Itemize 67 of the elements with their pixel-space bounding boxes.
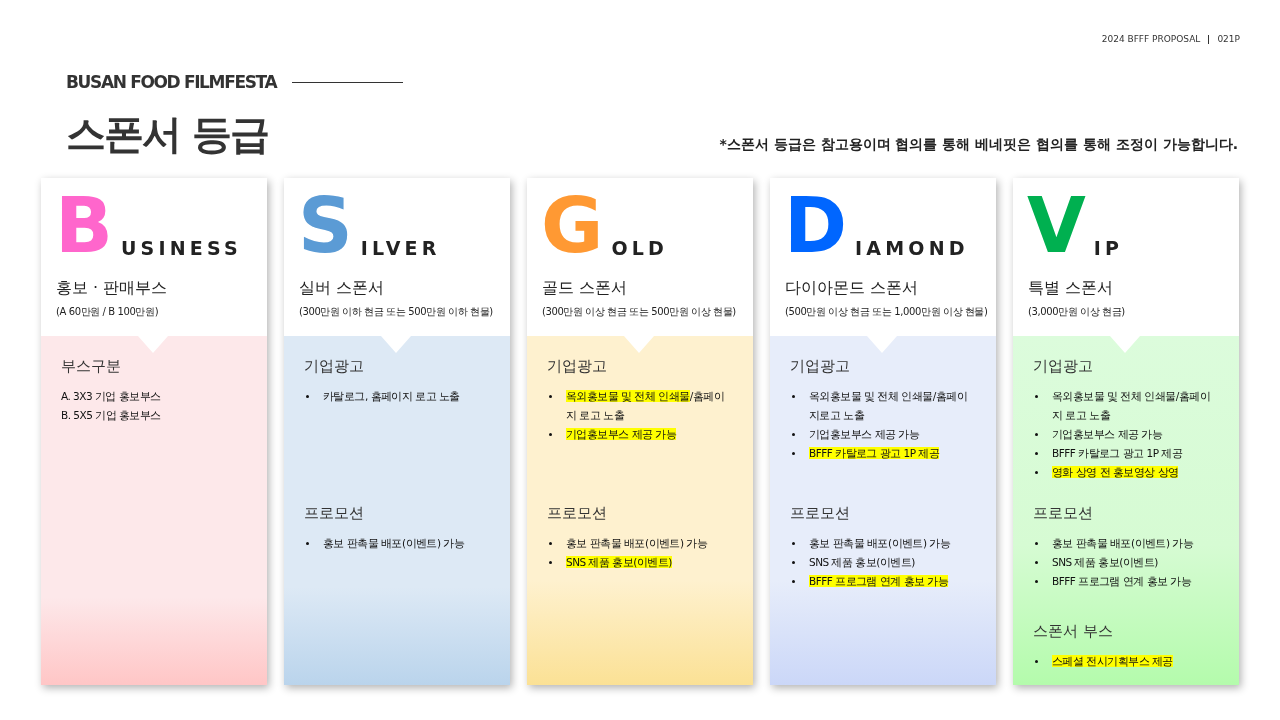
festival-name: BUSAN FOOD FILMFESTA [66,71,277,94]
price-note: (500만원 이상 현금 또는 1,000만원 이상 현물) [785,305,988,319]
initial-letter: G [541,192,604,260]
page-number: 021P [1217,33,1240,46]
price-note: (300만원 이상 현금 또는 500만원 이상 현물) [542,305,736,319]
tier-title: 골드 스폰서 [542,277,628,299]
benefit-panel [41,336,267,685]
benefit-panel [770,336,996,685]
price-note: (A 60만원 / B 100만원) [56,305,159,319]
header-text: 2024 BFFF PROPOSAL [1101,33,1201,46]
tier-name: ILVER [360,235,441,261]
section-heading: 기업광고 [790,356,851,377]
benefit-item: 카탈로그, 홈페이지 로고 노출 [323,388,460,404]
tier-title: 특별 스폰서 [1028,277,1114,299]
benefit-item: 홍보 판촉물 배포(이벤트) 가능 [323,535,465,551]
section-heading: 기업광고 [547,356,608,377]
benefit-item: SNS 제품 홍보(이벤트) [809,554,915,570]
benefit-panel [284,336,510,685]
benefit-item: SNS 제품 홍보(이벤트) [1052,554,1158,570]
tier-title: 실버 스폰서 [299,277,385,299]
benefit-panel [527,336,753,685]
section-heading: 프로모션 [1033,503,1094,524]
benefit-item: 옥외홍보물 및 전체 인쇄물/홈페이지로고 노출 [809,388,969,423]
tier-card [770,178,996,685]
tier-name: IAMOND [855,235,969,261]
benefit-item: 옥외홍보물 및 전체 인쇄물/홈페이지 로고 노출 [566,388,726,423]
benefit-item: 홍보 판촉물 배포(이벤트) 가능 [1052,535,1194,551]
initial-letter: D [784,192,848,260]
benefit-item: 기업홍보부스 제공 가능 [566,426,677,442]
section-heading: 프로모션 [790,503,851,524]
tier-title: 다이아몬드 스폰서 [785,277,919,299]
benefit-item: SNS 제품 홍보(이벤트) [566,554,672,570]
tier-card [41,178,267,685]
tier-card [1013,178,1239,685]
tier-name: USINESS [120,235,242,261]
initial-letter: B [55,192,113,260]
benefit-item: 기업홍보부스 제공 가능 [809,426,920,442]
section-heading: 기업광고 [304,356,365,377]
benefit-item: BFFF 카탈로그 광고 1P 제공 [809,445,940,461]
tier-card [284,178,510,685]
section-heading: 프로모션 [547,503,608,524]
footnote: *스폰서 등급은 참고용이며 협의를 통해 베네핏은 협의를 통해 조정이 가능합니다. [719,135,1238,154]
tier-name: IP [1093,235,1124,261]
benefit-item: BFFF 카탈로그 광고 1P 제공 [1052,445,1183,461]
page-title: 스폰서 등급 [66,110,268,159]
benefit-item: BFFF 프로그램 연계 홍보 가능 [809,573,949,589]
benefit-item: 기업홍보부스 제공 가능 [1052,426,1163,442]
initial-letter: V [1027,192,1086,260]
initial-letter: S [298,192,353,260]
tier-name: OLD [611,235,668,261]
section-heading: 부스구분 [61,356,122,377]
tier-card [527,178,753,685]
benefit-panel [1013,336,1239,685]
benefit-item: 홍보 판촉물 배포(이벤트) 가능 [566,535,708,551]
benefit-item: B. 5X5 기업 홍보부스 [61,407,161,423]
benefit-item: 옥외홍보물 및 전체 인쇄물/홈페이지 로고 노출 [1052,388,1212,423]
price-note: (300만원 이하 현금 또는 500만원 이하 현물) [299,305,493,319]
benefit-item: 스페셜 전시기획부스 제공 [1052,653,1173,669]
section-heading: 기업광고 [1033,356,1094,377]
benefit-item: 영화 상영 전 홍보영상 상영 [1052,464,1179,480]
benefit-item: 홍보 판촉물 배포(이벤트) 가능 [809,535,951,551]
benefit-item: A. 3X3 기업 홍보부스 [61,388,161,404]
section-heading: 프로모션 [304,503,365,524]
price-note: (3,000만원 이상 현금) [1028,305,1125,319]
benefit-item: BFFF 프로그램 연계 홍보 가능 [1052,573,1192,589]
section-heading: 스폰서 부스 [1033,621,1114,642]
tier-title: 홍보 · 판매부스 [56,277,168,299]
